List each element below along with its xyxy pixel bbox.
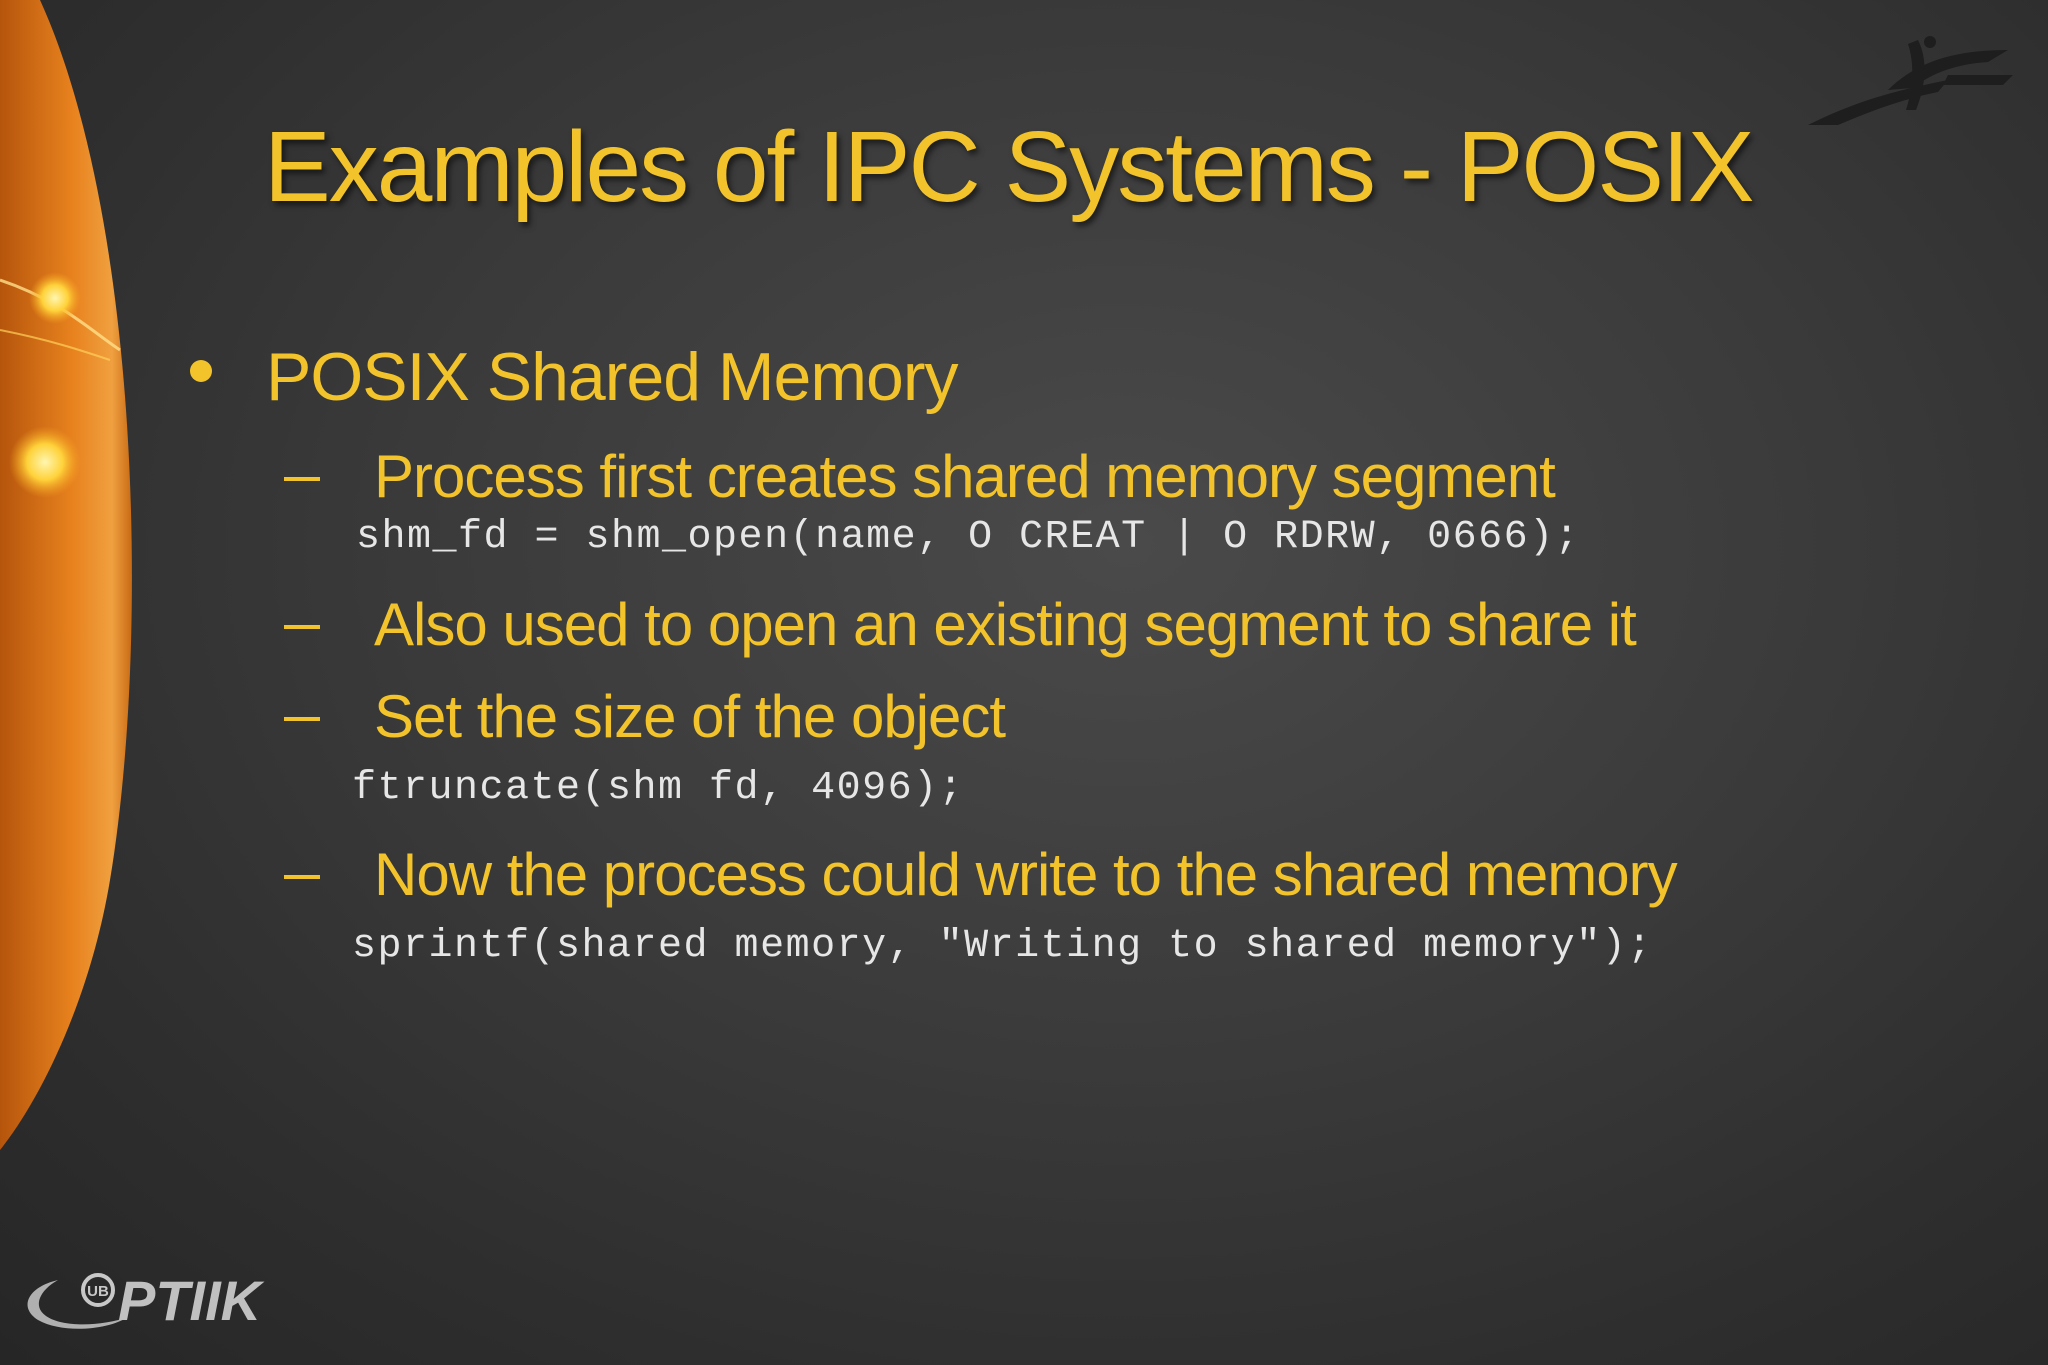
code-line: ftruncate(shm fd, 4096); <box>352 766 965 811</box>
dash-icon <box>284 476 320 481</box>
sub-item: Process first creates shared memory segm… <box>284 442 1556 511</box>
logo-text: PTIIK <box>118 1269 265 1332</box>
bullet-dot-icon <box>190 360 212 382</box>
dash-icon <box>284 874 320 879</box>
slide-title: Examples of IPC Systems - POSIX <box>264 111 1754 223</box>
sub-item-text: Now the process could write to the share… <box>374 841 1678 908</box>
dash-icon <box>284 624 320 629</box>
sub-item: Also used to open an existing segment to… <box>284 590 1637 659</box>
dash-icon <box>284 716 320 721</box>
glow-orb-icon <box>29 272 81 324</box>
bullet-item: POSIX Shared Memory <box>190 338 958 416</box>
glow-orb-icon <box>9 426 81 498</box>
sub-item-text: Also used to open an existing segment to… <box>374 591 1637 658</box>
sub-item-text: Process first creates shared memory segm… <box>374 443 1556 510</box>
code-line: sprintf(shared memory, "Writing to share… <box>352 924 1653 969</box>
code-line: shm_fd = shm_open(name, O CREAT | O RDRW… <box>356 515 1581 560</box>
ptiik-swoosh-logo-icon: UB PTIIK <box>27 1269 265 1332</box>
sub-item: Now the process could write to the share… <box>284 840 1678 909</box>
logo-badge-text: UB <box>87 1283 109 1300</box>
ptiik-logo: UB PTIIK <box>18 1262 338 1352</box>
sub-item-text: Set the size of the object <box>374 683 1006 750</box>
bullet-text: POSIX Shared Memory <box>266 339 958 415</box>
orange-arc-decoration <box>0 0 132 1150</box>
sub-item: Set the size of the object <box>284 682 1006 751</box>
ub-eagle-logo-icon <box>1808 36 2013 125</box>
